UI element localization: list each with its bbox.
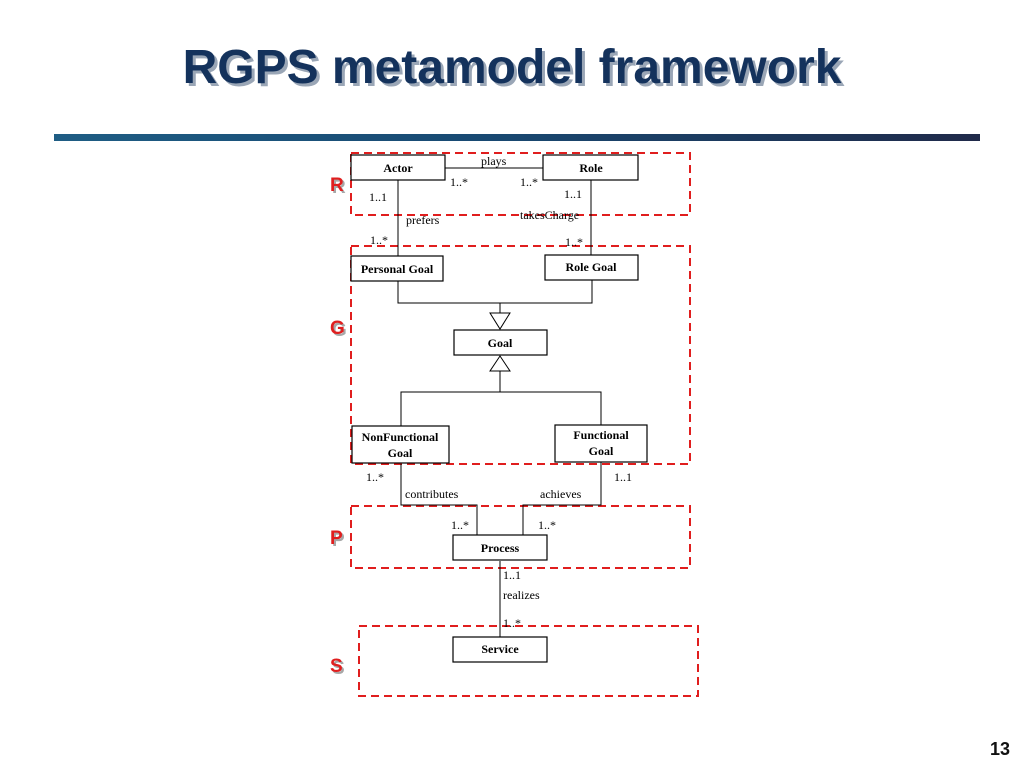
personal-goal-class-box [350,255,444,282]
achieves-association-label: achieves [540,487,582,501]
svg-text:G: G [332,320,347,341]
layer-frame-p [350,505,691,569]
role-goal-class-box [544,254,639,281]
process-class-box [452,534,548,561]
layer-label-g: G [330,318,345,339]
functional-goal-class-label-line2: Goal [589,444,614,458]
service-class-label: Service [481,642,519,656]
layer-label-r: R [330,175,344,196]
multiplicity-process-achieves: 1..* [538,518,556,532]
role-goal-class-label: Role Goal [566,260,618,274]
multiplicity-role-takescharge: 1..1 [564,187,582,201]
personal-goal-class-label: Personal Goal [361,262,434,276]
actor-class-label: Actor [383,161,413,175]
layer-frame-r [350,152,691,216]
functional-goal-class-box [554,424,648,463]
svg-text:R: R [332,177,346,198]
multiplicity-actor-prefers: 1..1 [369,190,387,204]
actor-class-box [350,154,446,181]
svg-text:S: S [332,658,345,679]
generalization-arrow-upper [489,312,511,330]
nonfunctional-goal-class-label-line2: Goal [388,446,413,460]
service-class-box [452,636,548,663]
layer-frame-s [358,625,699,697]
layer-frame-g [350,245,691,465]
plays-association-label: plays [481,154,507,168]
prefers-association-label: prefers [406,213,440,227]
nonfunctional-goal-class-label-line1: NonFunctional [362,430,439,444]
contributes-connector [400,464,478,535]
slide-title: RGPS metamodel framework [182,41,842,94]
layer-label-s: S [330,656,343,677]
goal-subtype-generalization [400,391,602,426]
goal-class-label: Goal [488,336,513,350]
multiplicity-functional-achieves: 1..1 [614,470,632,484]
role-class-label: Role [579,161,603,175]
page-number: 13 [989,739,1010,759]
multiplicity-nonfunctional-contributes: 1..* [366,470,384,484]
role-class-box [542,154,639,181]
layer-label-p: P [330,528,343,549]
takescharge-association-label: takesCharge [520,208,579,222]
goal-class-box [453,329,548,356]
process-class-label: Process [481,541,520,555]
title-divider [54,134,980,141]
svg-text:P: P [332,530,345,551]
multiplicity-service-realizes: 1..* [503,616,521,630]
generalization-arrow-lower [489,355,511,372]
multiplicity-role-goal-takescharge: 1..* [565,235,583,249]
multiplicity-role-plays: 1..* [520,175,538,189]
multiplicity-personal-goal-prefers: 1..* [370,233,388,247]
multiplicity-process-contributes: 1..* [451,518,469,532]
multiplicity-process-realizes: 1..1 [503,568,521,582]
nonfunctional-goal-class-box [351,425,450,464]
functional-goal-class-label-line1: Functional [573,428,629,442]
realizes-association-label: realizes [503,588,540,602]
personal-goal-generalization [397,280,593,304]
contributes-association-label: contributes [405,487,459,501]
achieves-connector [522,462,602,535]
multiplicity-actor-plays: 1..* [450,175,468,189]
